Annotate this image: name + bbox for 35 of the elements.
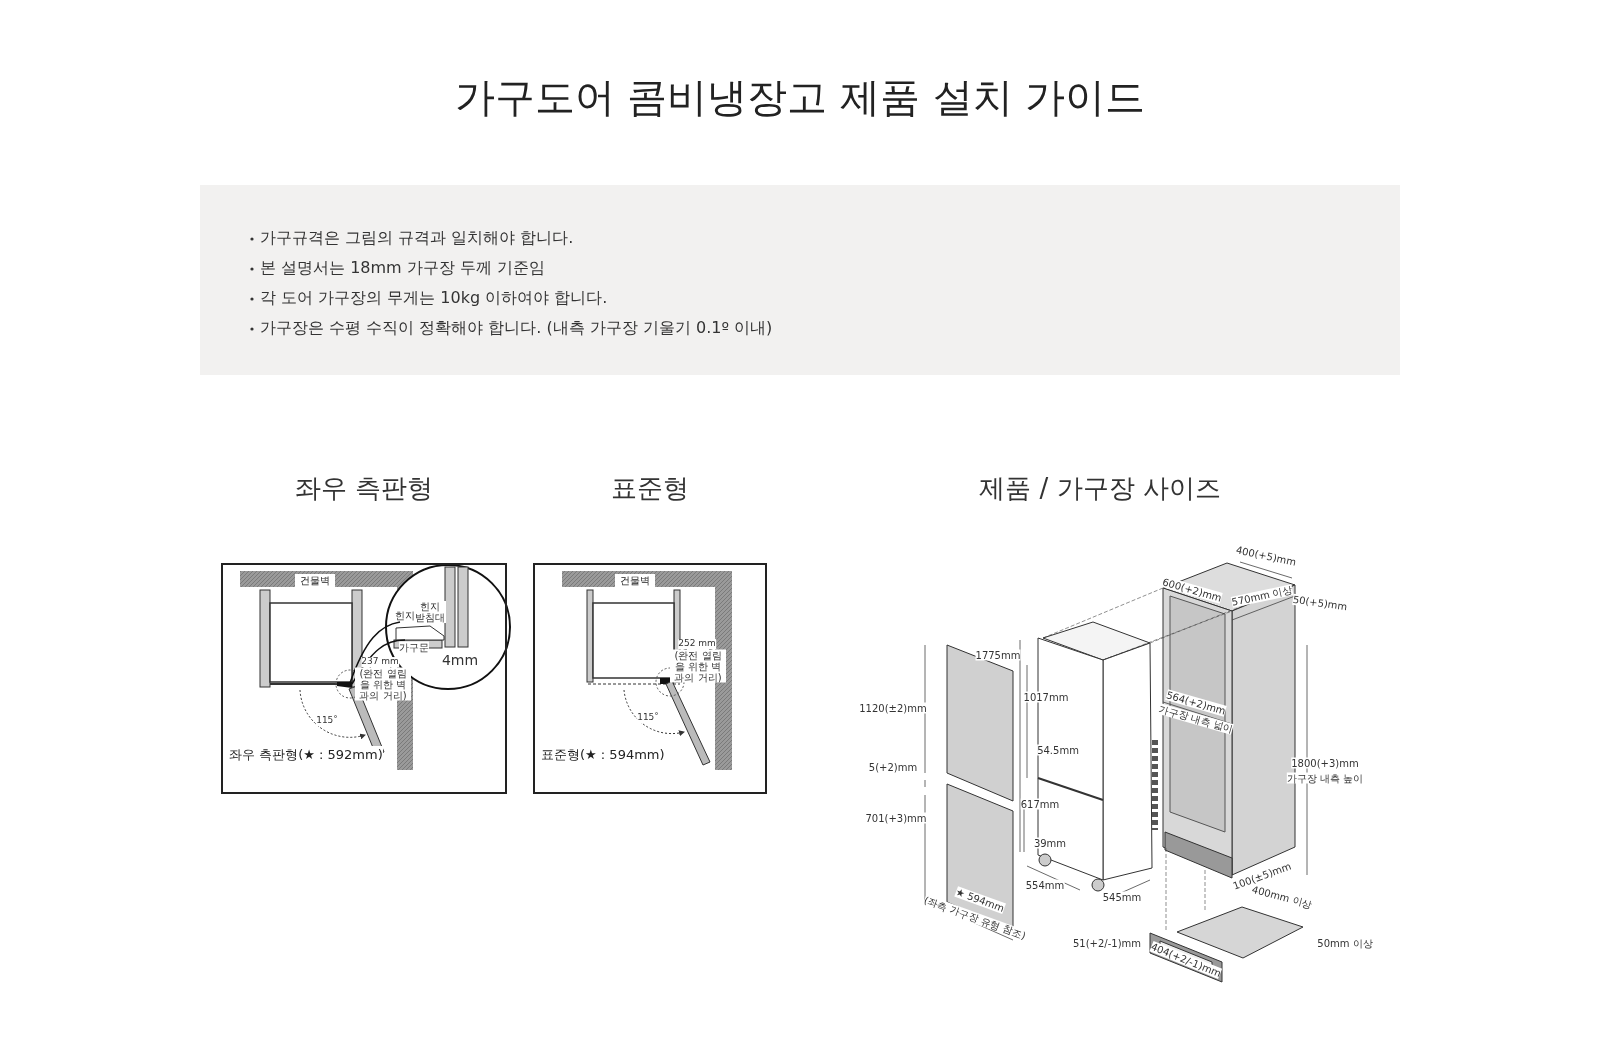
part-label: 힌지 받침대 — [414, 601, 446, 623]
dimension-label: 50mm 이상 — [1317, 937, 1373, 949]
bullet-note: 가구규격은 그림의 규격과 일치해야 합니다. — [250, 223, 773, 253]
dimension-label: 554mm — [1025, 879, 1065, 891]
dimension-label: 252 mm — [678, 639, 716, 649]
notes-panel — [200, 185, 1400, 375]
dimension-label: 545mm — [1102, 891, 1142, 903]
dimension-label: 1017mm — [1023, 691, 1069, 703]
dimension-label: 54.5mm — [1037, 744, 1079, 756]
dimension-label: 1800(+3)mm — [1291, 757, 1359, 769]
dimension-label: 701(+3)mm — [865, 812, 927, 824]
section-heading: 좌우 측판형 — [294, 473, 434, 503]
section-heading: 표준형 — [611, 473, 689, 503]
plan-caption: 표준형(★ : 594mm) — [541, 746, 665, 764]
wall-tag: 건물벽 — [615, 574, 655, 587]
angle-label: 115˚ — [637, 713, 659, 723]
dimension-label: 4mm — [441, 653, 479, 669]
bullet-note: 가구장은 수평 수직이 정확해야 합니다. (내측 가구장 기울기 0.1º 이내) — [250, 313, 773, 343]
part-label: 가구문 — [399, 641, 429, 653]
dimension-label: 51(+2/-1)mm — [1072, 937, 1142, 949]
dimension-label: 1775mm — [975, 649, 1021, 661]
plan-caption: 좌우 측판형(★ : 592mm) — [229, 746, 383, 764]
dimension-label: 가구장 내측 높이 — [1286, 772, 1364, 784]
dimension-label: 617mm — [1020, 798, 1060, 810]
dimension-label: 39mm — [1033, 837, 1067, 849]
note-label: (완전 열림을 위한 벽과의 거리) — [355, 667, 411, 701]
dimension-label: 1120(±2)mm — [859, 702, 927, 714]
page-title: 가구도어 콤비냉장고 제품 설치 가이드 — [453, 73, 1147, 122]
dimension-label: 5(+2)mm — [868, 761, 918, 773]
wall-tag: 건물벽 — [295, 574, 335, 587]
bullet-note: 본 설명서는 18mm 가구장 두께 기준임 — [250, 253, 773, 283]
dimension-label: 237 mm — [361, 657, 399, 667]
angle-label: 115˚ — [316, 716, 338, 726]
bullet-note: 각 도어 가구장의 무게는 10kg 이하여야 합니다. — [250, 283, 773, 313]
section-heading: 제품 / 가구장 사이즈 — [979, 473, 1221, 503]
